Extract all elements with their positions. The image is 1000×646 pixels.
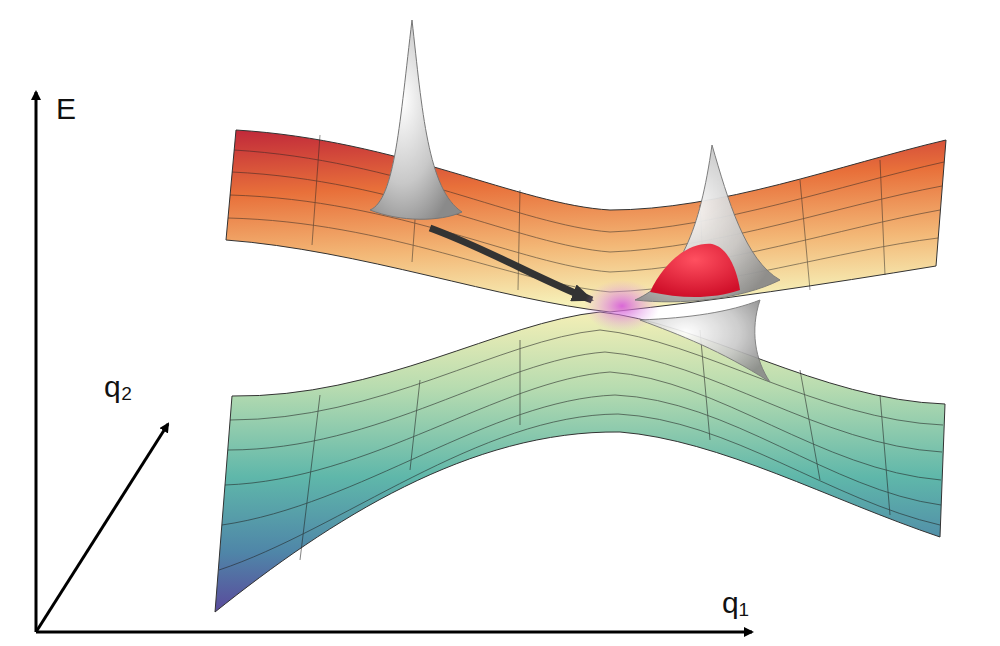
axis-label-q2: q₂	[104, 372, 132, 402]
wavepacket-upper-right	[635, 145, 780, 302]
axis-label-energy: E	[56, 94, 76, 124]
wavepacket-lower-right	[640, 300, 770, 382]
lower-grid	[219, 330, 943, 570]
upper-surface	[226, 130, 946, 312]
upper-grid	[228, 135, 944, 300]
wavepacket-left	[370, 20, 462, 219]
axes	[36, 92, 752, 632]
intersection-glow	[584, 280, 660, 332]
motion-arrow	[430, 228, 592, 300]
lower-surface	[215, 312, 945, 612]
axis-label-q1: q₁	[722, 588, 749, 618]
wavepacket-red	[650, 244, 740, 297]
